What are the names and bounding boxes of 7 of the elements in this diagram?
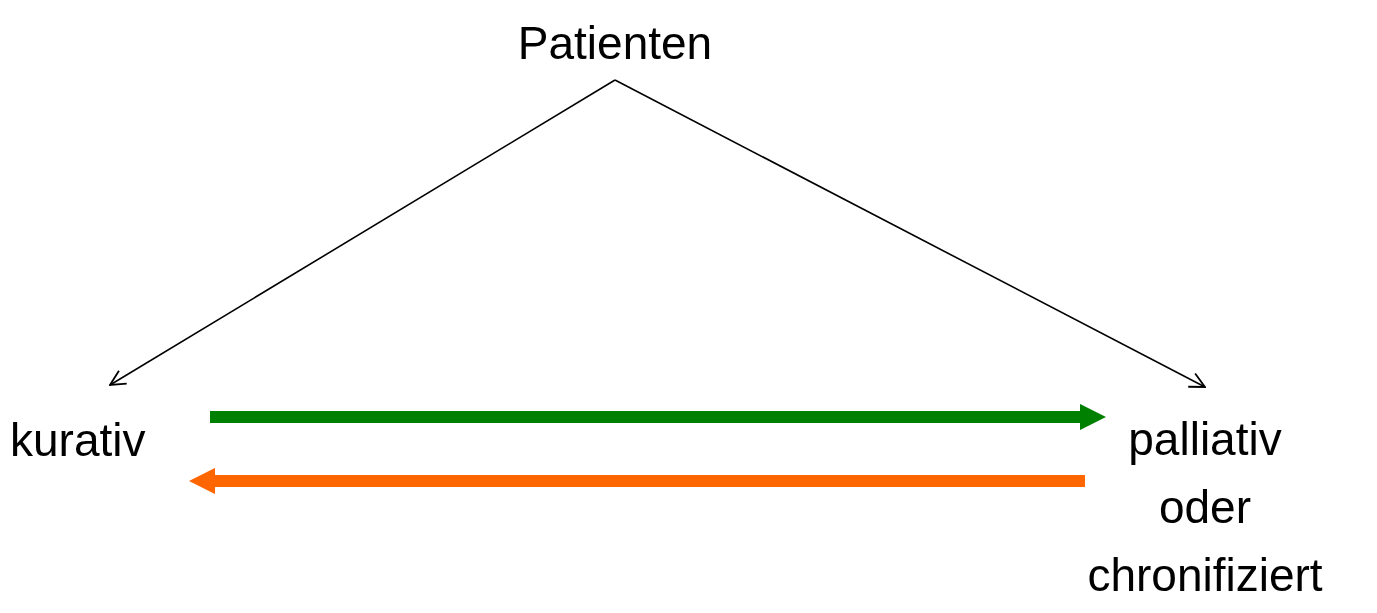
arrow (109, 79, 616, 386)
arrow (210, 403, 1107, 431)
node-label: Patienten (517, 15, 713, 71)
arrow (614, 79, 1206, 388)
node-label: palliativ oder chronifiziert (1086, 412, 1324, 603)
arrow (188, 467, 1085, 495)
node-label: kurativ (10, 413, 146, 468)
